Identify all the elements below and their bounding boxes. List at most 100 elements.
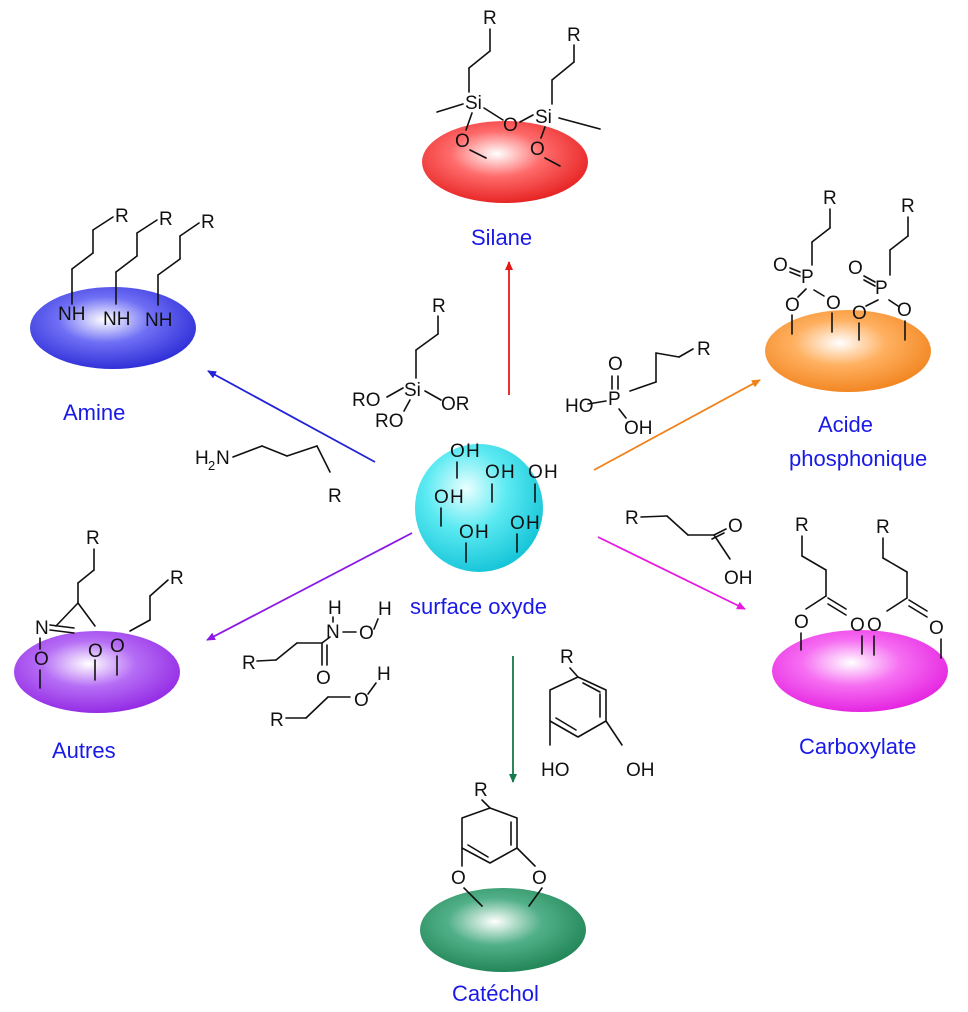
label-phosphonic-line2: phosphonique (789, 446, 927, 471)
svg-text:P: P (875, 278, 888, 299)
svg-text:P: P (608, 389, 621, 410)
svg-text:H: H (450, 487, 464, 508)
svg-text:H: H (328, 598, 342, 619)
svg-text:R: R (560, 647, 574, 668)
phosphonic-surface (765, 310, 931, 392)
center-oxide-sphere (415, 444, 543, 572)
svg-text:O: O (359, 623, 374, 644)
svg-text:O: O (530, 139, 545, 160)
alcohol-reagent: R O H (270, 664, 391, 731)
svg-text:H: H (466, 441, 480, 462)
svg-text:R: R (483, 8, 497, 29)
svg-text:OR: OR (441, 394, 470, 415)
svg-text:HO: HO (565, 396, 594, 417)
svg-text:O: O (316, 668, 331, 689)
svg-text:H: H (377, 664, 391, 685)
phosphonic-reagent: R O P HO OH (565, 339, 711, 439)
svg-text:O: O (728, 516, 743, 537)
svg-text:RO: RO (375, 411, 404, 432)
svg-text:HO: HO (541, 760, 570, 781)
svg-text:Si: Si (404, 380, 421, 401)
svg-text:Si: Si (535, 107, 552, 128)
svg-text:R: R (201, 212, 215, 233)
svg-text:H: H (475, 522, 489, 543)
svg-text:O: O (455, 131, 470, 152)
svg-text:RO: RO (352, 390, 381, 411)
svg-text:R: R (625, 508, 639, 529)
svg-text:OH: OH (724, 568, 753, 589)
silane-structure: R R Si Si O O O (436, 8, 601, 167)
svg-text:O: O (451, 868, 466, 889)
catechol-structure: R O O (451, 780, 547, 907)
svg-text:N: N (35, 618, 49, 639)
svg-text:N: N (326, 622, 340, 643)
label-amine: Amine (63, 400, 125, 425)
svg-text:2: 2 (208, 458, 215, 473)
carboxylate-surface (772, 630, 948, 712)
svg-text:O: O (503, 115, 518, 136)
svg-text:R: R (697, 339, 711, 360)
carboxylate-reagent: R O OH (625, 508, 753, 589)
svg-text:O: O (785, 295, 800, 316)
svg-text:R: R (795, 515, 809, 536)
catechol-reagent: R HO OH (541, 647, 655, 781)
svg-text:R: R (823, 188, 837, 209)
svg-text:R: R (901, 196, 915, 217)
svg-text:O: O (528, 462, 543, 483)
svg-text:H: H (544, 462, 558, 483)
amine-surface (30, 287, 196, 369)
svg-text:NH: NH (58, 304, 85, 325)
label-silane: Silane (471, 225, 532, 250)
label-phosphonic-line1: Acide (818, 412, 873, 437)
svg-text:O: O (850, 615, 865, 636)
svg-text:O: O (34, 649, 49, 670)
hydroxamic-reagent: H N O H R O (242, 598, 392, 689)
autres-structure: R N O O R O (34, 528, 184, 689)
svg-text:O: O (532, 868, 547, 889)
svg-text:O: O (88, 641, 103, 662)
svg-text:R: R (115, 206, 129, 227)
svg-text:P: P (801, 267, 814, 288)
svg-text:R: R (567, 25, 581, 46)
carboxylate-structure: R O O R O O (794, 515, 944, 659)
phosphonic-structure: R O P O O R O P O O (773, 188, 915, 341)
svg-text:O: O (459, 522, 474, 543)
svg-text:R: R (170, 568, 184, 589)
svg-text:O: O (450, 441, 465, 462)
svg-text:O: O (608, 354, 623, 375)
svg-text:NH: NH (145, 310, 172, 331)
svg-text:R: R (159, 209, 173, 230)
svg-text:R: R (242, 653, 256, 674)
svg-text:O: O (826, 293, 841, 314)
svg-text:O: O (867, 615, 882, 636)
svg-text:R: R (328, 486, 342, 507)
svg-text:N: N (216, 448, 230, 469)
svg-text:O: O (510, 513, 525, 534)
svg-text:O: O (354, 690, 369, 711)
svg-text:R: R (876, 517, 890, 538)
svg-text:O: O (485, 462, 500, 483)
svg-text:H: H (195, 448, 209, 469)
silane-reagent: R Si RO OR RO (352, 296, 470, 432)
amine-structure: R NH R NH R NH (58, 206, 215, 331)
svg-text:O: O (434, 487, 449, 508)
svg-text:OH: OH (624, 418, 653, 439)
svg-text:Si: Si (465, 93, 482, 114)
svg-text:O: O (848, 258, 863, 279)
svg-text:O: O (929, 618, 944, 639)
arrow-phosphonic (593, 379, 761, 471)
svg-text:O: O (110, 636, 125, 657)
svg-text:O: O (897, 300, 912, 321)
arrow-carboxylate (597, 536, 746, 610)
arrow-autres (206, 532, 413, 641)
label-center: surface oxyde (410, 594, 547, 619)
svg-text:NH: NH (103, 309, 130, 330)
catechol-surface (420, 888, 586, 972)
svg-text:R: R (86, 528, 100, 549)
svg-text:O: O (852, 303, 867, 324)
silane-surface (422, 121, 588, 203)
autres-surface (14, 631, 180, 713)
svg-text:R: R (432, 296, 446, 317)
